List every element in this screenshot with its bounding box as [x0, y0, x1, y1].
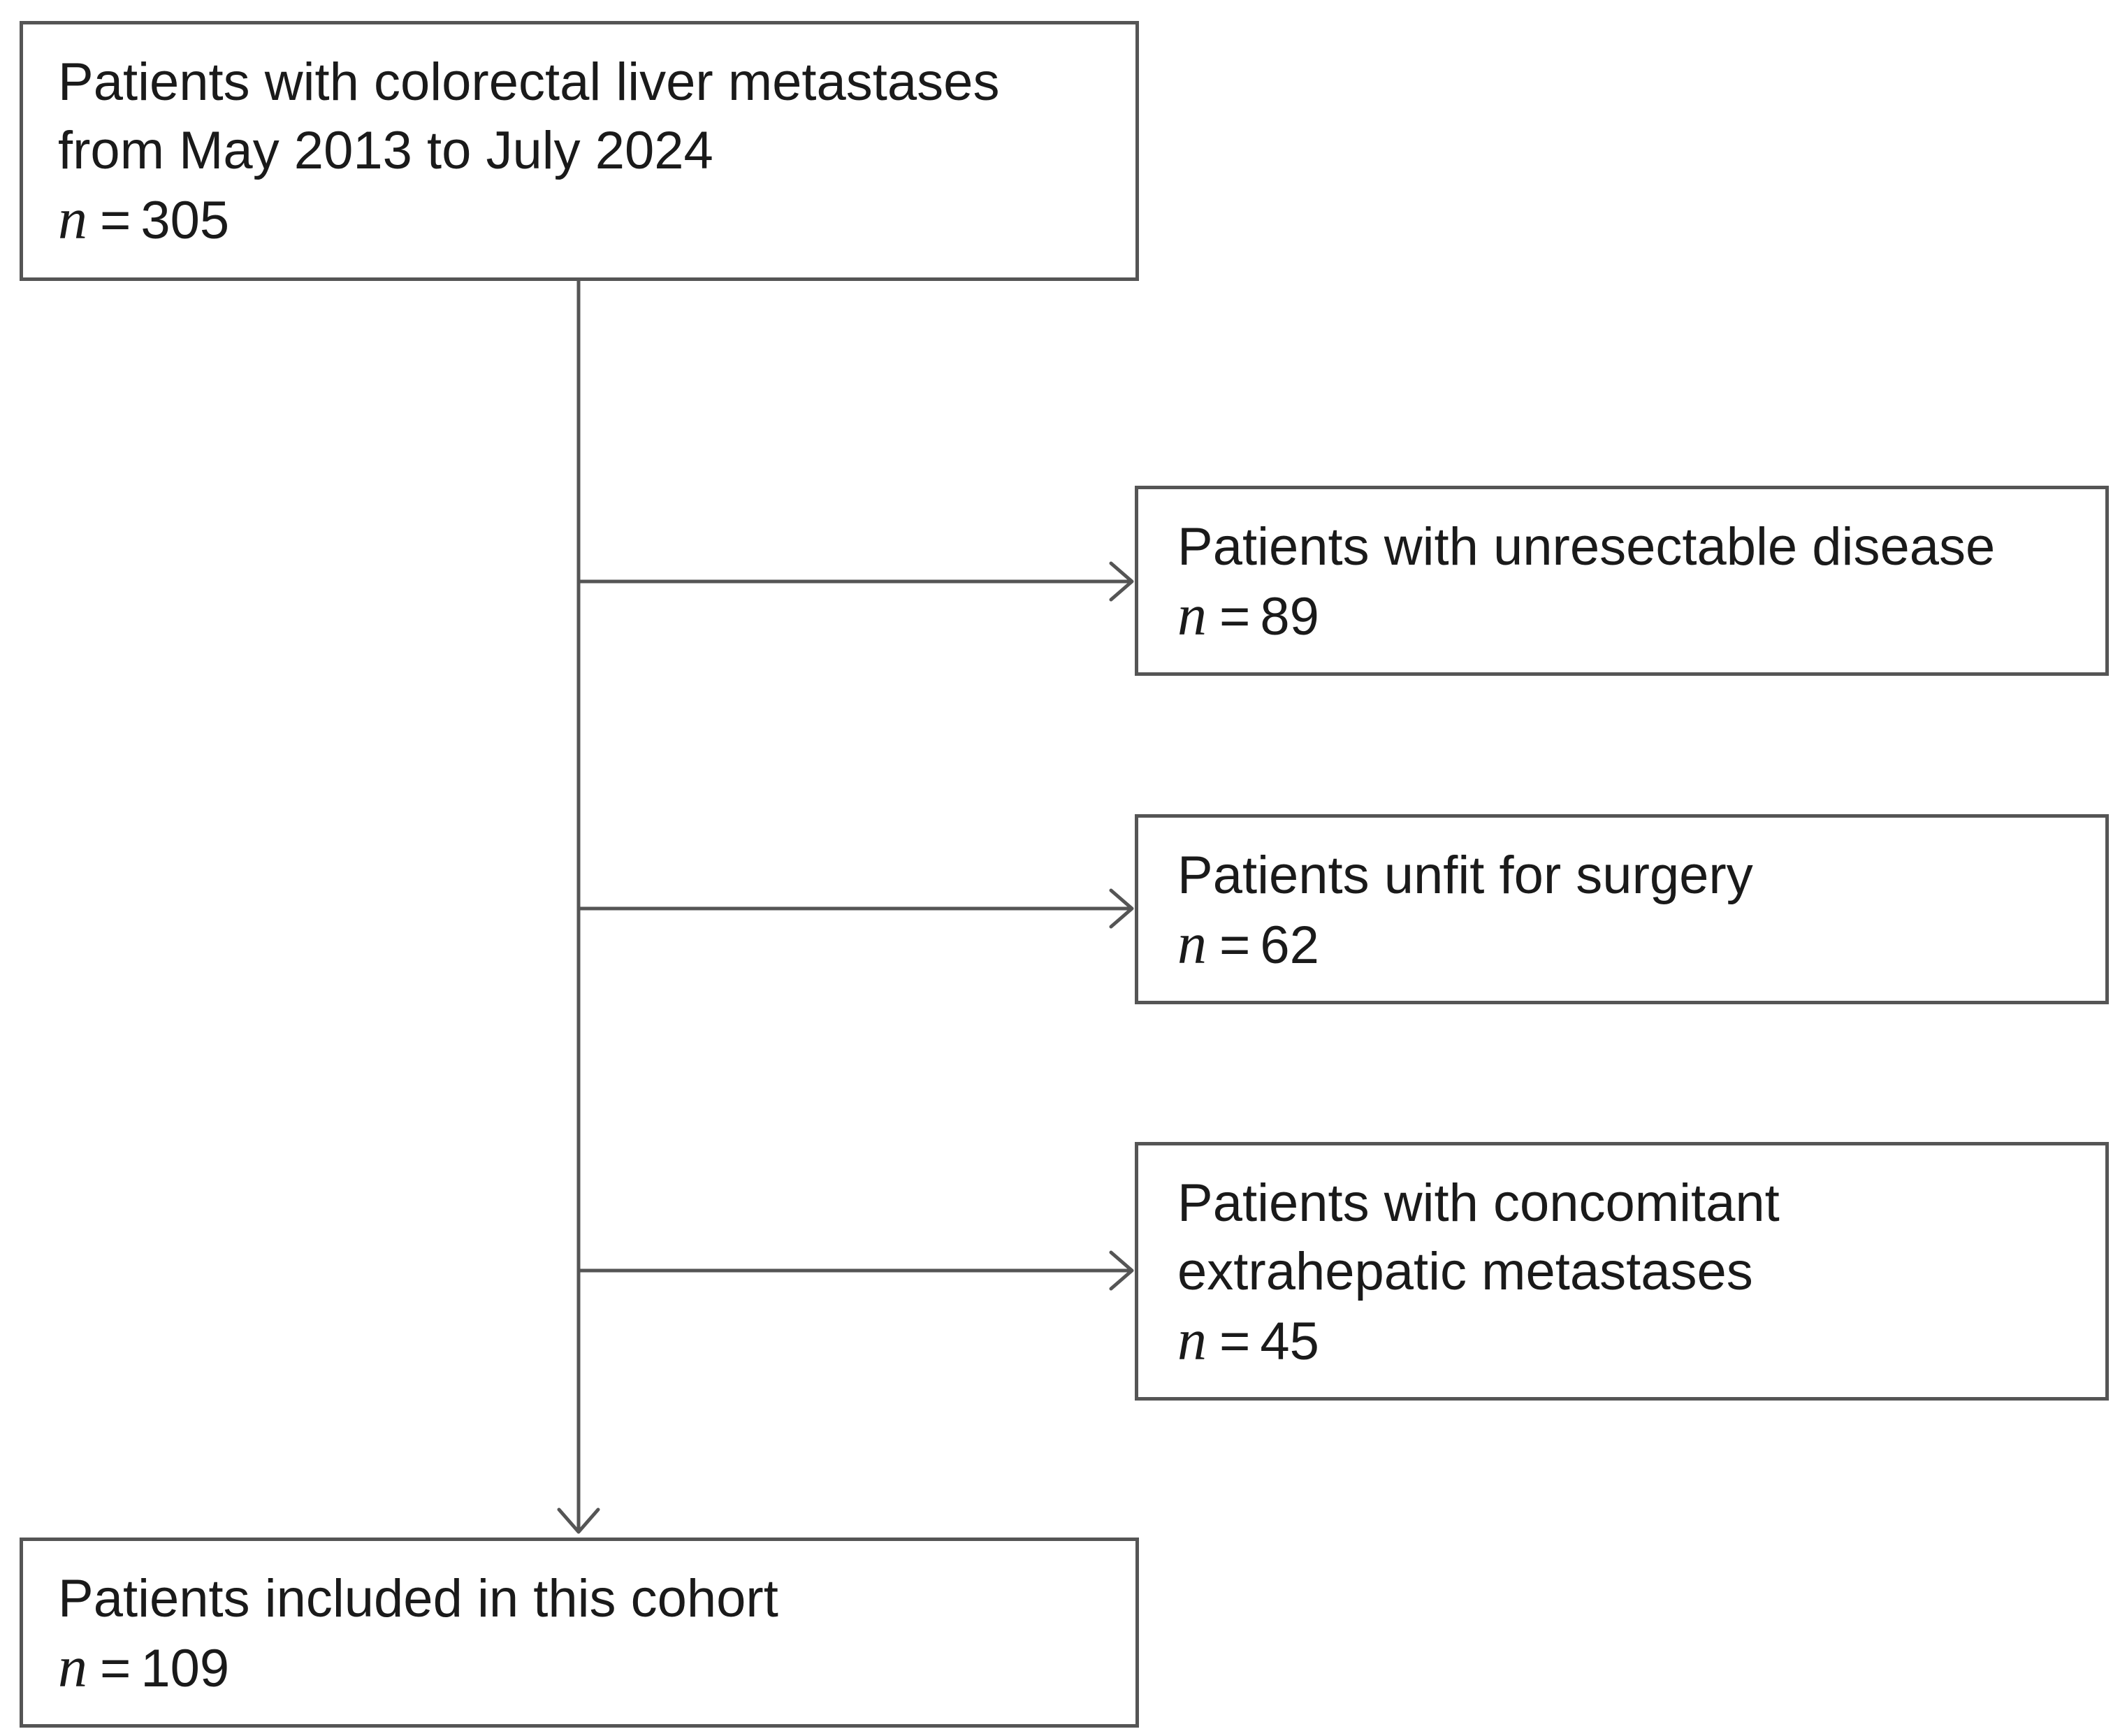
source-text-line-2: from May 2013 to July 2024: [58, 121, 713, 180]
exclusion-box-unresectable: Patients with unresectable disease n=89: [1135, 486, 2109, 676]
exclusion-arrowhead-3: [1109, 1250, 1134, 1291]
n-symbol: n: [58, 1635, 87, 1700]
final-text-line: Patients included in this cohort: [58, 1569, 778, 1628]
exclusion-box-unfit: Patients unfit for surgery n=62: [1135, 814, 2109, 1004]
count-value: 109: [140, 1639, 230, 1698]
n-symbol: n: [58, 187, 87, 252]
exclusion-text-line-2: extrahepatic metastases: [1177, 1242, 1753, 1301]
exclusion-count: n=89: [1177, 581, 2105, 651]
equals-sign: =: [1219, 587, 1251, 646]
equals-sign: =: [100, 1639, 131, 1698]
final-cohort-box: Patients included in this cohort n=109: [20, 1538, 1139, 1728]
n-symbol: n: [1177, 583, 1207, 648]
source-population-box: Patients with colorectal liver metastase…: [20, 21, 1139, 281]
exclusion-text-line-1: Patients with concomitant: [1177, 1173, 1780, 1233]
exclusion-arrowhead-2: [1109, 888, 1134, 929]
count-value: 45: [1260, 1312, 1319, 1371]
source-text-line-1: Patients with colorectal liver metastase…: [58, 52, 1000, 112]
exclusion-box-extrahepatic: Patients with concomitant extrahepatic m…: [1135, 1142, 2109, 1401]
exclusion-count: n=45: [1177, 1306, 2105, 1376]
count-value: 305: [140, 191, 230, 250]
equals-sign: =: [1219, 916, 1251, 975]
source-count: n=305: [58, 185, 1135, 255]
exclusion-count: n=62: [1177, 910, 2105, 980]
n-symbol: n: [1177, 1308, 1207, 1373]
final-count: n=109: [58, 1633, 1135, 1703]
n-symbol: n: [1177, 911, 1207, 976]
count-value: 62: [1260, 916, 1319, 975]
equals-sign: =: [1219, 1312, 1251, 1371]
exclusion-arrowhead-1: [1109, 561, 1134, 602]
exclusion-text-line: Patients unfit for surgery: [1177, 846, 1753, 905]
exclusion-text-line: Patients with unresectable disease: [1177, 517, 1996, 577]
count-value: 89: [1260, 587, 1319, 646]
equals-sign: =: [100, 191, 131, 250]
final-arrowhead: [557, 1507, 600, 1534]
